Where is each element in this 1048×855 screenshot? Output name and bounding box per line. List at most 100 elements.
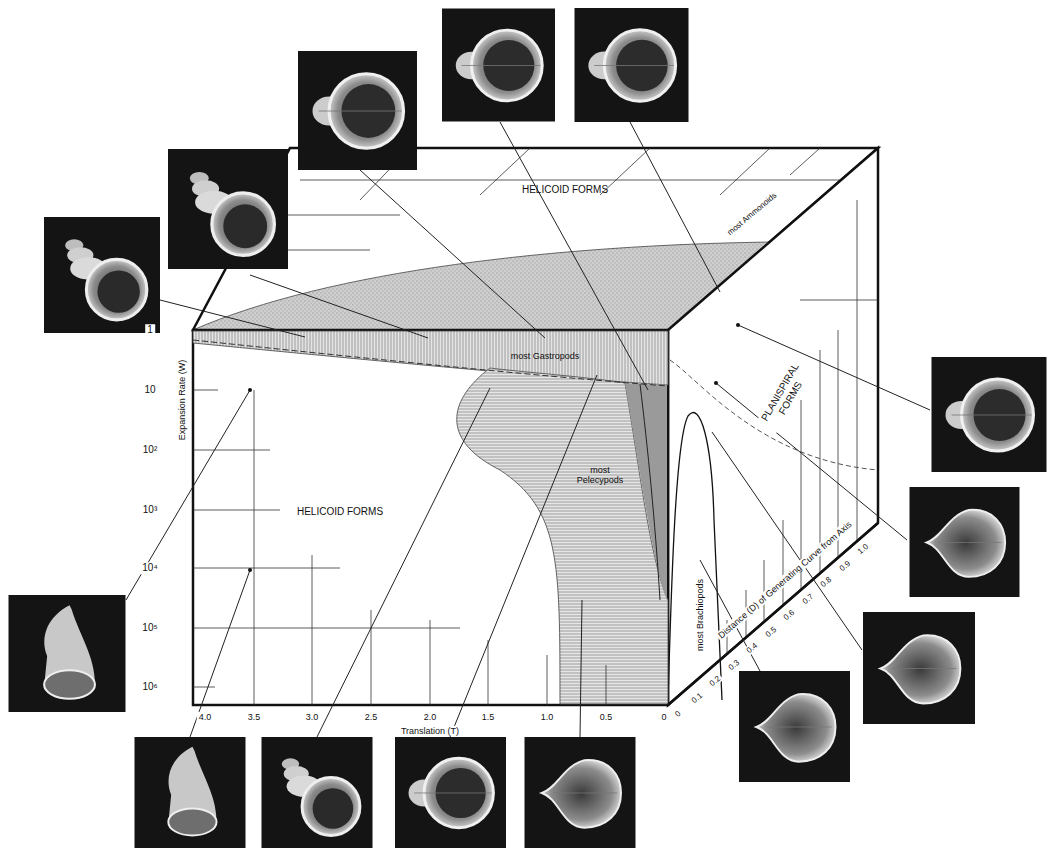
text-label: HELICOID FORMS — [522, 184, 608, 196]
guide-line — [193, 687, 215, 688]
text-label: 0.2 — [706, 673, 723, 690]
text-label: most Pelecypods — [568, 465, 632, 486]
text-label: 1.0 — [854, 541, 871, 558]
guide-line — [712, 432, 862, 650]
text-label: 10⁶ — [140, 681, 159, 693]
guide-line — [790, 148, 820, 175]
guide-line — [488, 640, 489, 705]
guide-line — [716, 383, 907, 540]
shell-photo — [395, 737, 506, 848]
guide-line — [430, 620, 431, 705]
shape-g — [727, 200, 878, 654]
shape-path — [625, 383, 667, 600]
text-label: 0.4 — [743, 640, 760, 657]
guide-line — [317, 388, 490, 737]
guide-line — [838, 330, 839, 556]
guide-line — [720, 148, 770, 195]
guide-line — [250, 275, 428, 338]
guide-line — [500, 122, 648, 390]
text-label: 3.5 — [246, 712, 263, 722]
guide-line — [126, 390, 250, 600]
text-label: 1.0 — [539, 712, 556, 722]
guide-line — [193, 568, 340, 569]
shape-path — [193, 340, 668, 386]
text-label: most Brachiopods — [695, 579, 705, 651]
shell-photo — [525, 737, 636, 848]
text-label: 0 — [672, 708, 684, 720]
shape-g — [126, 122, 930, 737]
text-label: 2.5 — [363, 712, 380, 722]
guide-line — [193, 450, 270, 451]
guide-line — [630, 122, 720, 292]
guide-line — [547, 655, 548, 705]
text-label: Expansion Rate (W) — [177, 358, 187, 443]
shell-photo — [932, 357, 1047, 472]
guide-line — [270, 215, 400, 216]
guide-line — [160, 300, 305, 337]
text-label: 10 — [142, 384, 157, 396]
text-label: 10³ — [141, 504, 159, 516]
shape-circle — [248, 388, 252, 392]
text-label: 0.9 — [836, 557, 853, 574]
guide-line — [857, 200, 858, 540]
text-label: 0.3 — [725, 656, 742, 673]
text-label: most Gastropods — [511, 351, 580, 361]
guide-line — [193, 390, 218, 391]
guide-line — [800, 300, 878, 301]
shape-circle — [736, 323, 740, 327]
shell-photo — [44, 217, 160, 333]
shell-photo — [9, 595, 126, 712]
guide-line — [360, 170, 545, 338]
shape-circle — [714, 381, 718, 385]
text-label: 0.5 — [598, 712, 615, 722]
shape-path — [668, 148, 878, 705]
shape-path — [668, 413, 722, 700]
shell-photo — [262, 737, 373, 848]
guide-line — [580, 600, 582, 737]
text-label: 10⁵ — [140, 622, 159, 634]
guide-line — [193, 628, 460, 629]
shell-photo — [442, 9, 555, 122]
shell-photo — [910, 487, 1020, 597]
shell-photo — [575, 8, 689, 122]
text-label: 10⁴ — [140, 562, 159, 574]
shell-photo — [863, 612, 975, 724]
guide-line — [312, 555, 313, 705]
guide-line — [450, 375, 597, 737]
guide-line — [820, 350, 821, 573]
text-label: 1.5 — [480, 712, 497, 722]
text-label: most Ammonoids — [724, 189, 780, 238]
text-label: HELICOID FORMS — [297, 506, 383, 518]
text-label: 0.8 — [817, 574, 834, 591]
shape-circle — [248, 568, 252, 572]
text-label: 0.5 — [762, 623, 779, 640]
text-label: 0 — [659, 712, 668, 722]
shape-path — [640, 384, 660, 600]
text-label: 4.0 — [197, 712, 214, 722]
text-label: 1 — [145, 324, 155, 336]
text-label: PLANISPIRAL FORMS — [754, 353, 816, 437]
guide-line — [300, 180, 860, 181]
shape-g — [193, 390, 606, 705]
text-label: 2.0 — [422, 712, 439, 722]
shell-photo — [739, 671, 850, 782]
shape-path — [457, 368, 668, 704]
guide-line — [738, 325, 930, 410]
text-label: 3.0 — [304, 712, 321, 722]
shell-photo — [168, 149, 288, 269]
guide-line — [254, 390, 255, 705]
guide-line — [783, 520, 784, 605]
text-label: 0.7 — [799, 590, 816, 607]
shell-photo — [298, 51, 417, 170]
guide-line — [193, 510, 280, 511]
text-label: 0.1 — [688, 689, 705, 706]
text-label: Translation (T) — [399, 726, 461, 736]
shape-rect — [193, 330, 668, 705]
text-label: 0.6 — [780, 607, 797, 624]
guide-line — [606, 665, 607, 705]
shell-photo — [135, 737, 246, 848]
text-label: 10² — [141, 444, 159, 456]
